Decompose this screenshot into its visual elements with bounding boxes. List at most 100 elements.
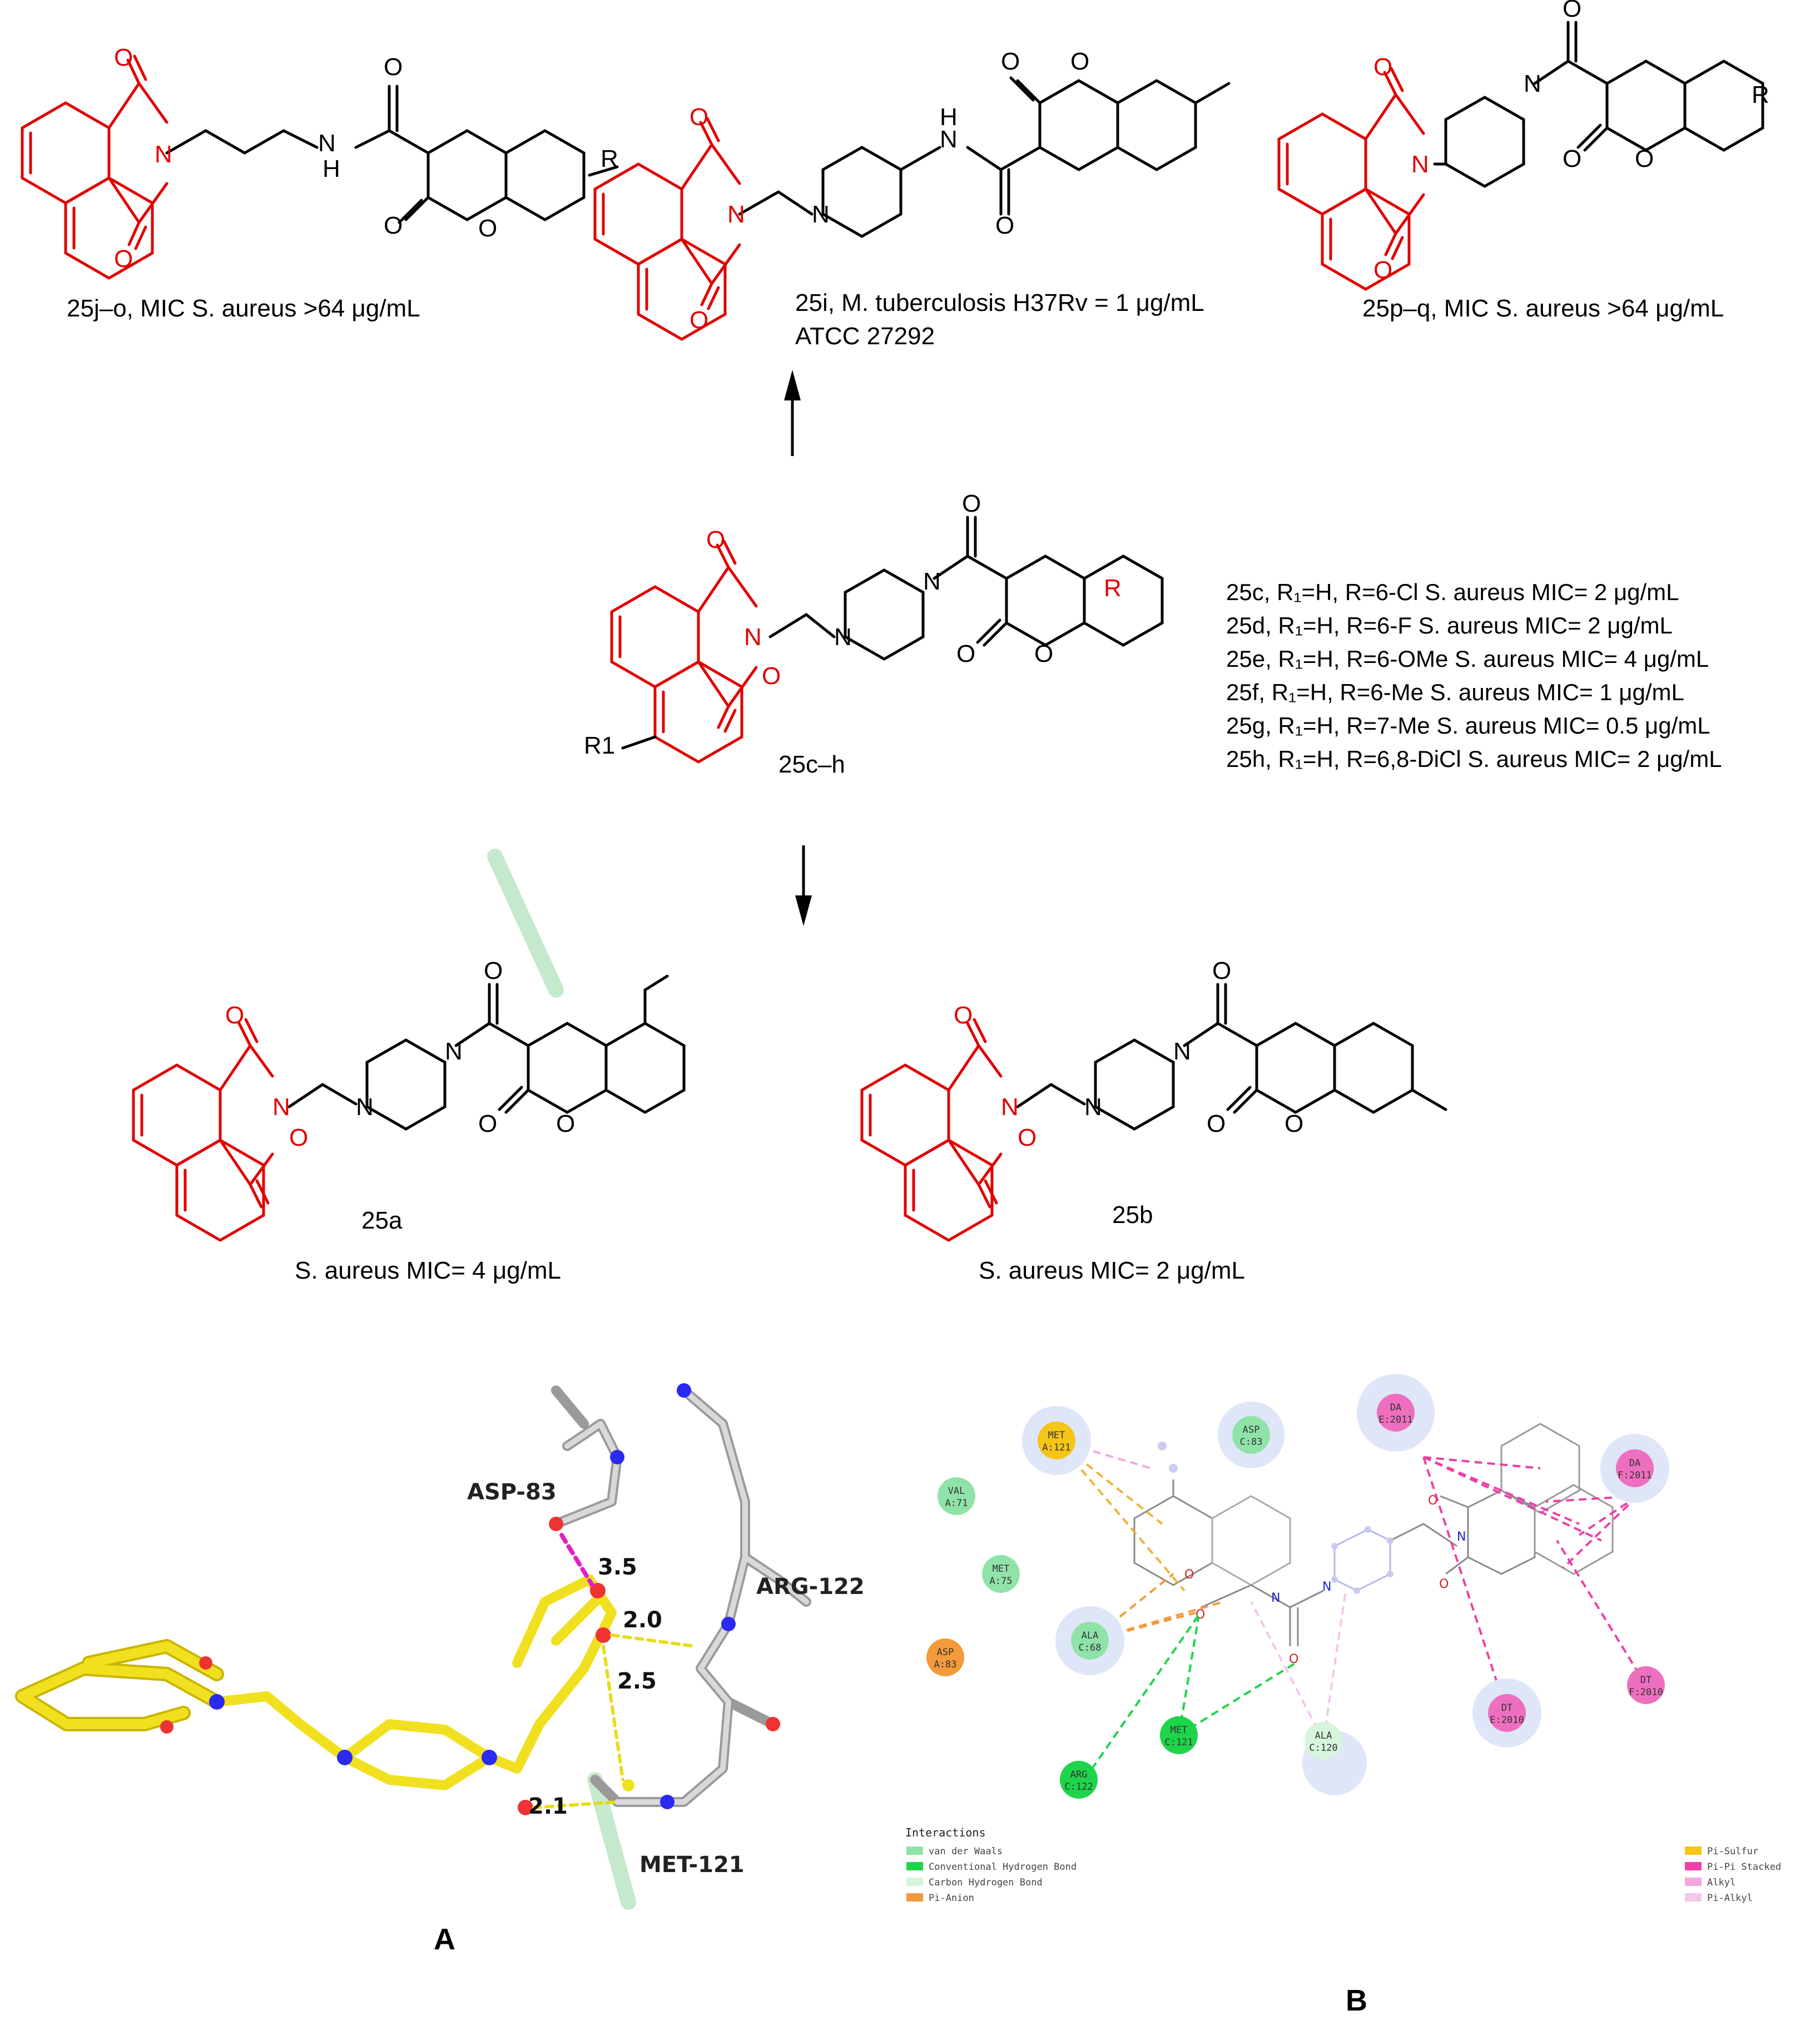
- atom-o: O: [995, 212, 1014, 239]
- legend-title: Interactions: [905, 1826, 986, 1839]
- residue-node-circle: [982, 1555, 1020, 1593]
- residue-node-circle: [1232, 1416, 1270, 1454]
- compound-25f: 25f, R₁=H, R=6-Me S. aureus MIC= 1 μg/mL: [1226, 679, 1684, 705]
- atom-o: O: [289, 1124, 308, 1151]
- residue-node-label: A:71: [945, 1498, 968, 1509]
- atom-o: O: [962, 490, 981, 517]
- compound-25e: 25e, R₁=H, R=6-OMe S. aureus MIC= 4 μg/m…: [1226, 646, 1709, 672]
- atom-r: R: [1752, 81, 1769, 108]
- atom-o: O: [478, 215, 497, 242]
- atom-n: N: [155, 141, 172, 168]
- atom-h: H: [323, 155, 340, 182]
- label-25a: 25a: [361, 1207, 403, 1234]
- legend-label: Pi-Sulfur: [1707, 1846, 1758, 1857]
- atom-n: N: [727, 201, 745, 228]
- atom-o: O: [1563, 145, 1581, 172]
- panel-a-3d-pose: [15, 849, 811, 1910]
- atom-o: O: [1373, 256, 1392, 284]
- residue-node-circle: [1071, 1622, 1109, 1660]
- label-25i-line1: 25i, M. tuberculosis H37Rv = 1 μg/mL: [795, 289, 1204, 316]
- residue-node-label: DA: [1390, 1402, 1401, 1413]
- interaction-nodes: META:121ASPC:83DAE:2011DAF:2011VALA:71ME…: [926, 1394, 1665, 1799]
- residue-node-label: C:120: [1309, 1742, 1337, 1754]
- residue-node-label: DT: [1501, 1702, 1512, 1714]
- atom-o: O: [1439, 1577, 1449, 1591]
- distance-met-b: 2.1: [528, 1794, 568, 1819]
- residue-node-circle: [1305, 1722, 1342, 1760]
- residue-node: DAF:2011: [1616, 1449, 1654, 1487]
- atom-n: N: [744, 623, 762, 651]
- residue-node-circle: [1627, 1666, 1665, 1704]
- atom-n: N: [1524, 70, 1541, 97]
- atom-o: O: [1212, 957, 1231, 984]
- atom-o: O: [384, 212, 403, 239]
- residue-node-circle: [1060, 1761, 1098, 1799]
- residue-node-label: C:122: [1064, 1781, 1093, 1793]
- compound-25d: 25d, R₁=H, R=6-F S. aureus MIC= 2 μg/mL: [1226, 612, 1673, 638]
- atom-o: O: [956, 640, 975, 667]
- residue-node: DAE:2011: [1377, 1394, 1415, 1432]
- panel-a-letter: A: [434, 1923, 455, 1956]
- label-25i-line2: ATCC 27292: [795, 323, 935, 350]
- distance-asp: 3.5: [598, 1554, 637, 1580]
- legend-swatch: [1685, 1878, 1702, 1886]
- label-25j-o: 25j–o, MIC S. aureus >64 μg/mL: [67, 295, 420, 322]
- mic-25a: S. aureus MIC= 4 μg/mL: [295, 1257, 561, 1284]
- residue-node: DTF:2010: [1627, 1666, 1665, 1704]
- atom-o: O: [706, 526, 725, 553]
- atom-o: O: [1070, 48, 1089, 75]
- residue-node-label: ALA: [1315, 1730, 1332, 1741]
- residue-node-label: ARG: [1070, 1769, 1088, 1780]
- label-25p-q: 25p–q, MIC S. aureus >64 μg/mL: [1362, 295, 1724, 322]
- distance-met-a: 2.5: [617, 1668, 657, 1694]
- residue-node-label: ALA: [1082, 1630, 1099, 1641]
- atom-n: N: [1001, 1093, 1019, 1121]
- residue-node-label: C:68: [1079, 1642, 1102, 1653]
- atom-o: O: [1289, 1652, 1298, 1666]
- residue-node-circle: [938, 1477, 975, 1515]
- label-25b: 25b: [1112, 1201, 1153, 1229]
- legend-swatch: [906, 1846, 923, 1855]
- atom-o: O: [690, 306, 708, 334]
- residue-met-121: MET-121: [639, 1852, 745, 1878]
- atom-o: O: [954, 1002, 973, 1029]
- structure-25c-h: [610, 516, 1164, 764]
- atom-o: O: [1001, 48, 1020, 75]
- legend-label: Conventional Hydrogen Bond: [929, 1861, 1077, 1873]
- atom-n: N: [812, 201, 830, 228]
- residue-node-label: F:2011: [1618, 1470, 1652, 1481]
- residue-node-label: E:2010: [1490, 1715, 1524, 1726]
- residue-node-circle: [1488, 1694, 1526, 1732]
- atom-o: O: [1428, 1494, 1437, 1508]
- distance-arg: 2.0: [623, 1607, 662, 1633]
- compound-list: 25c, R₁=H, R=6-Cl S. aureus MIC= 2 μg/mL…: [1226, 576, 1722, 776]
- residue-node-label: E:2011: [1378, 1414, 1412, 1425]
- atom-o: O: [1635, 145, 1654, 172]
- atom-n: N: [445, 1038, 463, 1065]
- residue-node-label: ASP: [1243, 1424, 1260, 1435]
- compound-25g: 25g, R₁=H, R=7-Me S. aureus MIC= 0.5 μg/…: [1226, 712, 1710, 739]
- atom-n: N: [1411, 151, 1429, 178]
- panel-b-2d-diagram: O O O O O N N N: [1022, 1374, 1669, 1795]
- residue-node-circle: [1160, 1716, 1198, 1754]
- structure-25j-o: [21, 55, 619, 280]
- residue-node-label: DT: [1640, 1675, 1652, 1686]
- residue-node-label: MET: [993, 1563, 1010, 1575]
- structure-25b: [860, 983, 1447, 1242]
- structure-25a: [132, 974, 686, 1242]
- structure-25p-q: [1277, 21, 1764, 291]
- r1-substituent: R1: [584, 732, 615, 759]
- legend-label: Alkyl: [1707, 1877, 1735, 1888]
- residue-node-label: MET: [1048, 1430, 1065, 1441]
- atom-n: N: [1084, 1093, 1102, 1121]
- residue-node-label: A:83: [934, 1659, 957, 1670]
- atom-n: N: [1173, 1038, 1191, 1065]
- legend-label: van der Waals: [929, 1846, 1003, 1857]
